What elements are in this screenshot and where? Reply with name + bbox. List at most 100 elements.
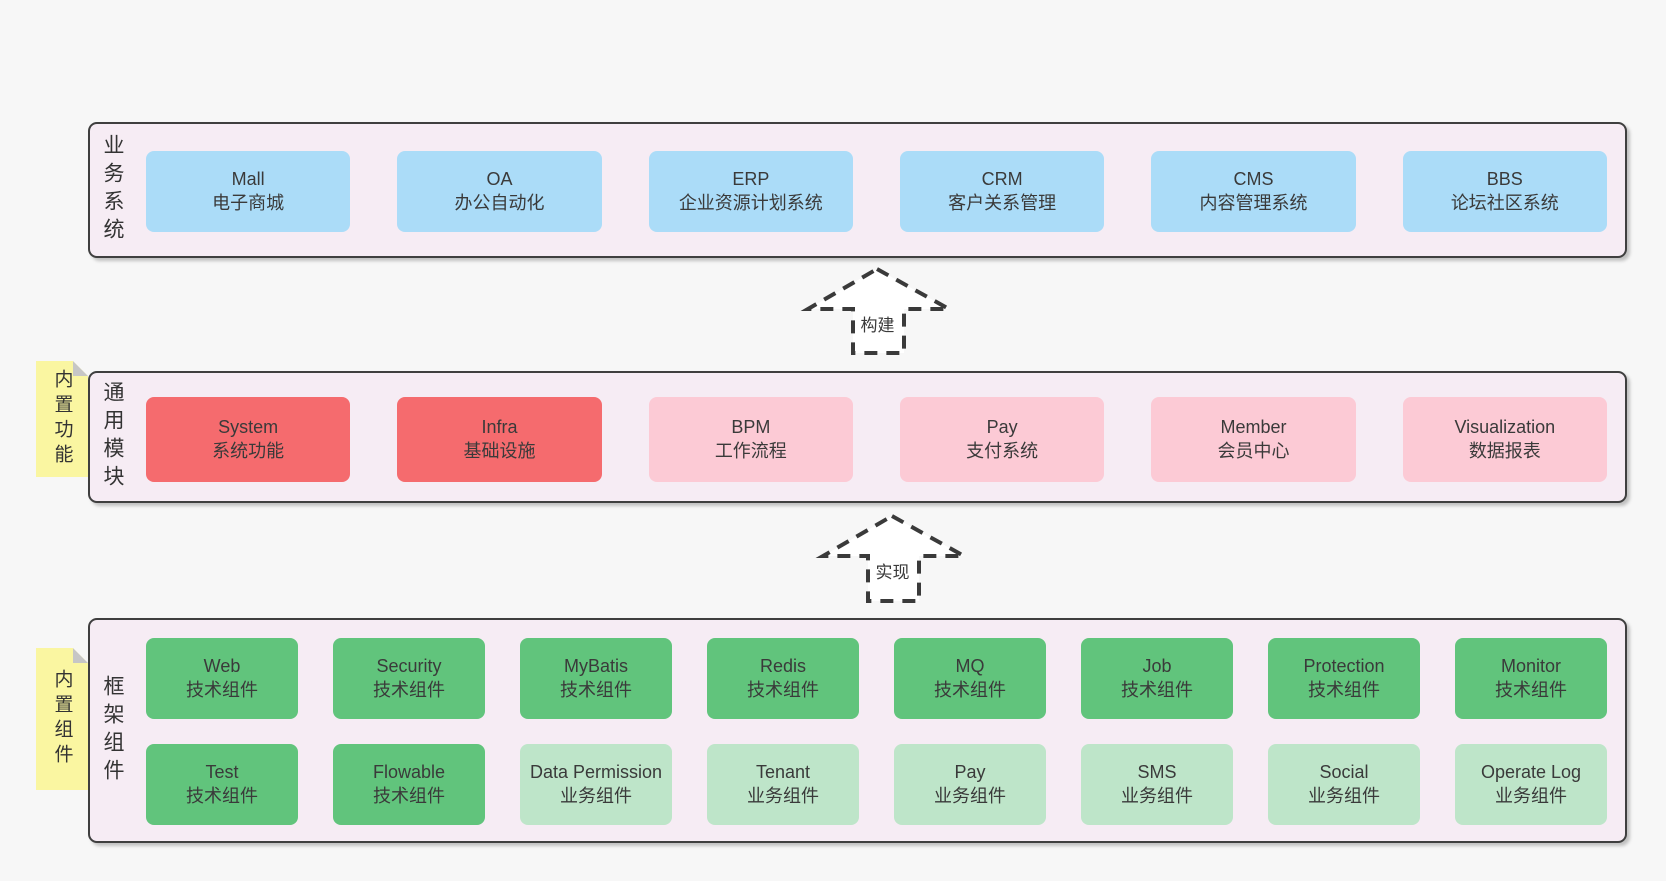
box-flowable: Flowable 技术组件 [333, 744, 485, 825]
sticky-note-built-in-features: 内置功能 [36, 361, 88, 477]
box-protection: Protection 技术组件 [1268, 638, 1420, 719]
box-subtitle: 技术组件 [1121, 679, 1193, 700]
box-title: Flowable [372, 761, 446, 782]
box-title: BPM [731, 416, 771, 437]
box-subtitle: 基础设施 [463, 440, 536, 461]
box-subtitle: 技术组件 [934, 679, 1006, 700]
box-title: Web [203, 655, 241, 676]
box-title: OA [486, 168, 513, 189]
box-sms: SMS 业务组件 [1081, 744, 1233, 825]
box-title: Pay [954, 761, 986, 782]
box-title: Job [1142, 655, 1172, 676]
sticky-note-text: 内置组件 [51, 669, 73, 769]
box-subtitle: 会员中心 [1217, 440, 1290, 461]
box-title: Redis [759, 655, 807, 676]
layer-label-business: 业务系统 [101, 134, 124, 246]
box-subtitle: 技术组件 [373, 785, 445, 806]
box-title: CMS [1233, 168, 1274, 189]
box-title: Visualization [1454, 416, 1556, 437]
box-subtitle: 技术组件 [373, 679, 445, 700]
box-bpm: BPM 工作流程 [648, 397, 853, 482]
box-subtitle: 技术组件 [1495, 679, 1567, 700]
box-subtitle: 技术组件 [560, 679, 632, 700]
box-pay: Pay 业务组件 [894, 744, 1046, 825]
box-subtitle: 数据报表 [1468, 440, 1541, 461]
box-title: Social [1319, 761, 1369, 782]
box-subtitle: 业务组件 [934, 785, 1006, 806]
box-subtitle: 技术组件 [1308, 679, 1380, 700]
box-subtitle: 技术组件 [186, 679, 258, 700]
box-subtitle: 业务组件 [747, 785, 819, 806]
box-title: ERP [732, 168, 770, 189]
folded-corner-icon [73, 648, 88, 663]
box-title: Member [1220, 416, 1287, 437]
box-member: Member 会员中心 [1151, 397, 1356, 482]
box-subtitle: 业务组件 [1495, 785, 1567, 806]
box-monitor: Monitor 技术组件 [1455, 638, 1607, 719]
box-subtitle: 客户关系管理 [948, 192, 1057, 213]
box-subtitle: 工作流程 [714, 440, 787, 461]
box-title: Test [205, 761, 239, 782]
arrow-build: 构建 [800, 263, 955, 358]
box-bbs: BBS 论坛社区系统 [1402, 151, 1607, 232]
box-job: Job 技术组件 [1081, 638, 1233, 719]
box-test: Test 技术组件 [146, 744, 298, 825]
box-subtitle: 业务组件 [1121, 785, 1193, 806]
box-subtitle: 论坛社区系统 [1450, 192, 1559, 213]
box-title: BBS [1486, 168, 1523, 189]
box-title: Infra [481, 416, 518, 437]
box-erp: ERP 企业资源计划系统 [648, 151, 853, 232]
box-mybatis: MyBatis 技术组件 [520, 638, 672, 719]
box-subtitle: 业务组件 [560, 785, 632, 806]
box-tenant: Tenant 业务组件 [707, 744, 859, 825]
box-title: Monitor [1500, 655, 1562, 676]
layer-label-components: 框架组件 [101, 674, 124, 787]
box-social: Social 业务组件 [1268, 744, 1420, 825]
box-title: MyBatis [563, 655, 628, 676]
arrow-implement-label: 实现 [873, 558, 912, 583]
box-cms: CMS 内容管理系统 [1151, 151, 1356, 232]
box-title: Protection [1303, 655, 1385, 676]
box-redis: Redis 技术组件 [707, 638, 859, 719]
box-subtitle: 系统功能 [212, 440, 285, 461]
sticky-note-built-in-components: 内置组件 [36, 648, 88, 790]
box-subtitle: 内容管理系统 [1199, 192, 1308, 213]
box-subtitle: 办公自动化 [454, 192, 545, 213]
box-subtitle: 企业资源计划系统 [678, 192, 823, 213]
box-title: System [218, 416, 279, 437]
box-subtitle: 技术组件 [186, 785, 258, 806]
box-subtitle: 技术组件 [747, 679, 819, 700]
box-infra: Infra 基础设施 [397, 397, 602, 482]
box-system: System 系统功能 [146, 397, 351, 482]
box-title: Mall [231, 168, 265, 189]
folded-corner-icon [73, 361, 88, 376]
box-title: Pay [986, 416, 1018, 437]
box-subtitle: 电子商城 [212, 192, 285, 213]
box-title: Security [376, 655, 442, 676]
box-visualization: Visualization 数据报表 [1402, 397, 1607, 482]
box-operate-log: Operate Log 业务组件 [1455, 744, 1607, 825]
box-title: MQ [955, 655, 985, 676]
box-security: Security 技术组件 [333, 638, 485, 719]
box-title: Tenant [755, 761, 811, 782]
arrow-build-label: 构建 [858, 311, 897, 336]
box-mall: Mall 电子商城 [146, 151, 351, 232]
layer-label-modules: 通用模块 [101, 381, 124, 493]
box-title: Operate Log [1480, 761, 1582, 782]
box-title: SMS [1137, 761, 1177, 782]
box-subtitle: 业务组件 [1308, 785, 1380, 806]
sticky-note-text: 内置功能 [51, 369, 73, 469]
box-oa: OA 办公自动化 [397, 151, 602, 232]
box-mq: MQ 技术组件 [894, 638, 1046, 719]
